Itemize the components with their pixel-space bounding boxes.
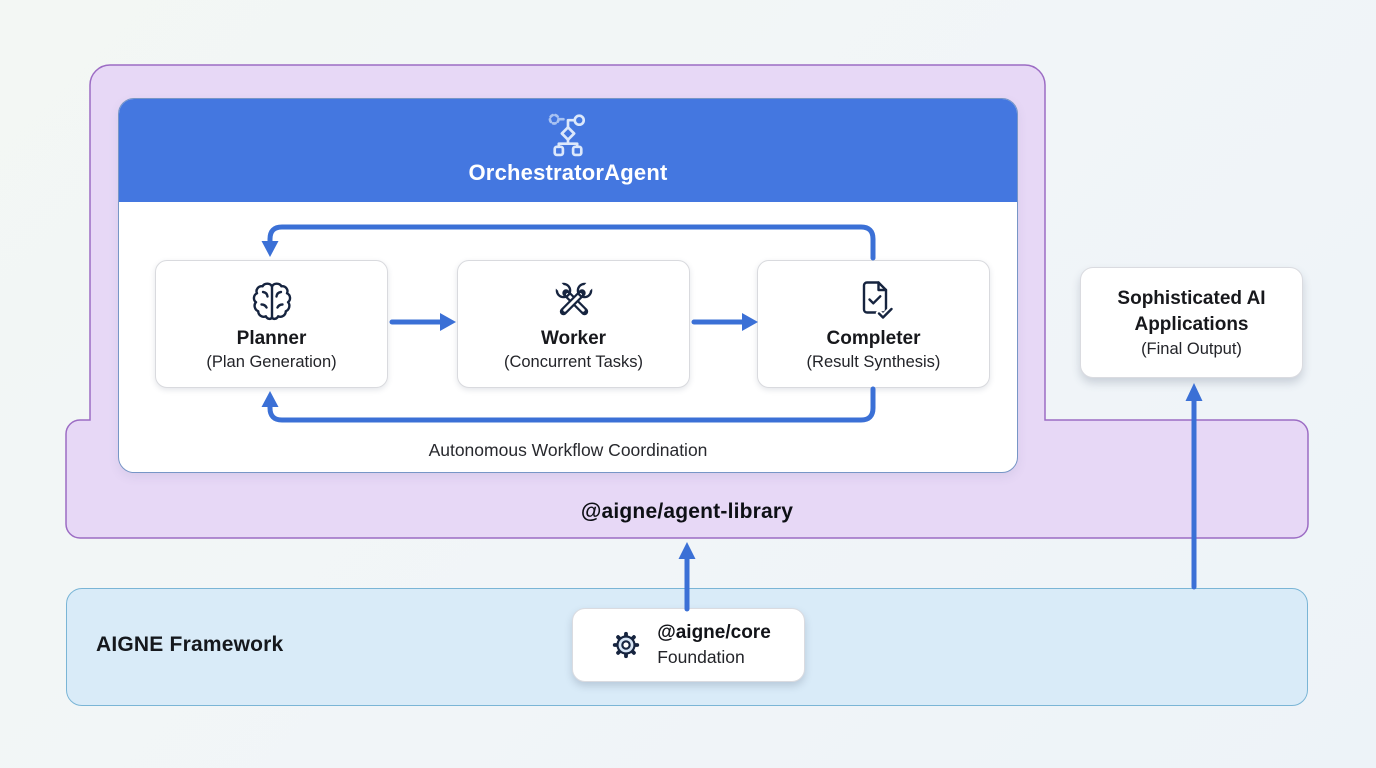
applications-subtitle: (Final Output)	[1141, 339, 1242, 358]
worker-label: Worker	[540, 327, 607, 349]
aigne-framework-label: AIGNE Framework	[96, 633, 284, 656]
core-subtitle: Foundation	[657, 646, 745, 667]
core-label: @aigne/core	[657, 622, 771, 644]
orchestrator-header: OrchestratorAgent	[119, 99, 1017, 202]
planner-label: Planner	[236, 327, 307, 349]
worker-subtitle: (Concurrent Tasks)	[503, 352, 644, 371]
document-check-icon	[862, 280, 895, 321]
tools-icon	[552, 279, 595, 315]
planner-node: Planner (Plan Generation)	[155, 260, 388, 388]
brain-icon	[252, 282, 291, 320]
applications-node: Sophisticated AI Applications (Final Out…	[1080, 267, 1303, 378]
orchestrator-title: OrchestratorAgent	[468, 160, 668, 185]
agent-library-label: @aigne/agent-library	[580, 500, 794, 523]
completer-subtitle: (Result Synthesis)	[806, 352, 941, 371]
arrow-framework-to-applications	[1185, 383, 1203, 590]
applications-label: Sophisticated AI Applications	[1117, 288, 1266, 335]
workflow-coordination-label: Autonomous Workflow Coordination	[428, 440, 708, 460]
core-node: @aigne/core Foundation	[572, 608, 805, 682]
orchestrator-flowchart-icon	[548, 113, 586, 157]
planner-subtitle: (Plan Generation)	[206, 352, 337, 371]
gear-icon	[613, 631, 640, 659]
worker-node: Worker (Concurrent Tasks)	[457, 260, 690, 388]
completer-node: Completer (Result Synthesis)	[757, 260, 990, 388]
completer-label: Completer	[826, 327, 921, 349]
